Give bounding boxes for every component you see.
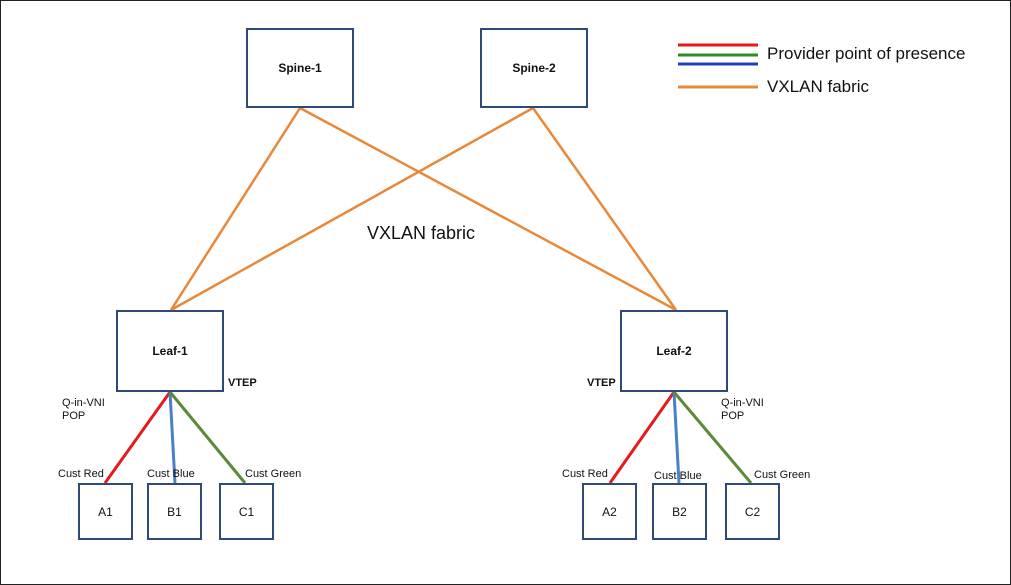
spine-2-node: Spine-2 — [480, 28, 588, 108]
link-leaf2-c2 — [672, 391, 753, 484]
host-a2-label: A2 — [602, 504, 617, 519]
leaf-1-node: Leaf-1 — [116, 310, 224, 392]
link-leaf2-a2 — [608, 391, 676, 484]
legend-pop-label: Provider point of presence — [767, 44, 966, 63]
link-spine1-leaf1 — [169, 107, 302, 311]
host-a1-label: A1 — [98, 504, 113, 519]
host-c2-label: C2 — [744, 504, 761, 519]
leaf-1-cust-blue-label: Cust Blue — [147, 468, 195, 480]
leaf-1-cust-green-label: Cust Green — [245, 468, 302, 480]
host-c1: C1 — [219, 483, 274, 540]
fabric-label: VXLAN fabric — [367, 223, 476, 243]
link-spine2-leaf2 — [531, 107, 678, 311]
leaf-2-label: Leaf-2 — [656, 344, 692, 358]
leaf-2-pop-label: Q-in-VNI POP — [721, 397, 764, 422]
leaf-2-vtep-label: VTEP — [587, 377, 616, 389]
leaf-1-vtep-label: VTEP — [228, 377, 257, 389]
link-leaf1-c1 — [168, 391, 247, 484]
leaf-1-pop-label: Q-in-VNI POP — [62, 397, 105, 422]
leaf-2-cust-red-label: Cust Red — [562, 468, 608, 480]
host-b2-label: B2 — [672, 504, 687, 519]
leaf-2-cust-green-label: Cust Green — [754, 469, 811, 481]
link-leaf1-a1 — [103, 391, 172, 484]
link-spine1-leaf2 — [299, 106, 677, 312]
spine-2-label: Spine-2 — [512, 61, 556, 75]
host-a2: A2 — [582, 483, 637, 540]
host-b2: B2 — [652, 483, 707, 540]
host-a1: A1 — [78, 483, 133, 540]
host-c1-label: C1 — [238, 504, 255, 519]
link-leaf2-b2 — [672, 391, 681, 484]
legend-fabric-label: VXLAN fabric — [767, 77, 870, 96]
link-leaf1-b1 — [168, 391, 177, 484]
leaf-1-cust-red-label: Cust Red — [58, 468, 104, 480]
link-spine2-leaf1 — [170, 106, 534, 312]
host-b1: B1 — [147, 483, 202, 540]
leaf-2-node: Leaf-2 — [620, 310, 728, 392]
leaf-1-label: Leaf-1 — [152, 344, 188, 358]
host-b1-label: B1 — [167, 504, 182, 519]
leaf-2-cust-blue-label: Cust Blue — [654, 470, 702, 482]
spine-1-node: Spine-1 — [246, 28, 354, 108]
host-c2: C2 — [725, 483, 780, 540]
spine-1-label: Spine-1 — [278, 61, 322, 75]
